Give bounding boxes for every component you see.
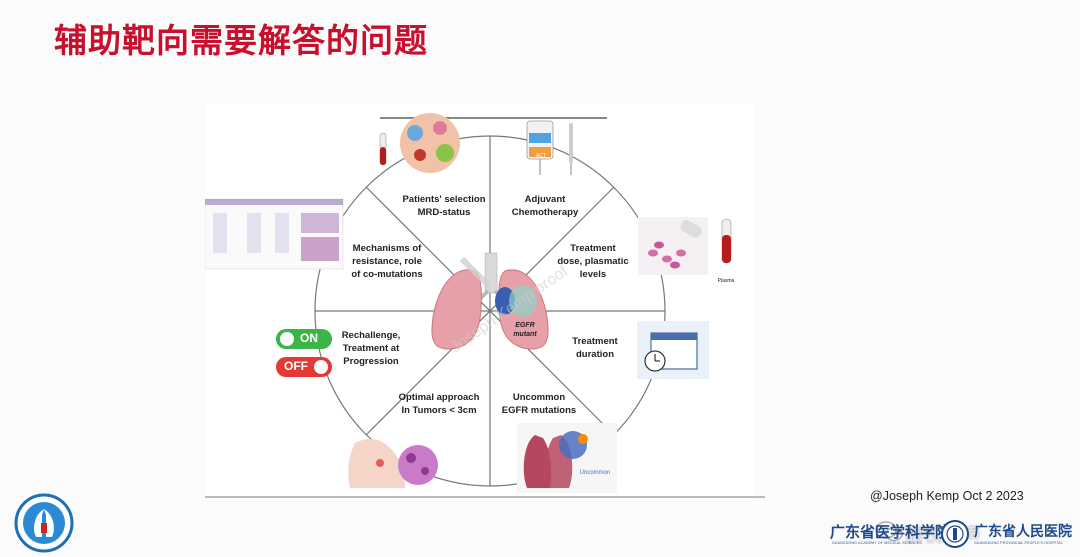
on-toggle-knob (280, 332, 294, 346)
society-logo-icon (14, 493, 74, 553)
academy-name-en: GUANGDONG ACADEMY OF MEDICAL SCIENCES (832, 541, 922, 545)
academy-name: 广东省医学科学院 (830, 523, 951, 541)
figure-bottom-rule (205, 496, 765, 498)
resistance-paper-image (205, 198, 344, 270)
label-egfr-mutant: EGFR mutant (513, 322, 537, 338)
label-mechanisms-resistance: Mechanisms of resistance, role of co-mut… (351, 243, 423, 280)
off-toggle: OFF (276, 357, 332, 377)
pills-image (638, 217, 732, 275)
figure-panel: Joseph Kemp proof Patients' selection MR… (205, 103, 765, 499)
label-act: ACT (536, 153, 546, 159)
label-uncommon-egfr: Uncommon EGFR mutations (501, 392, 577, 416)
label-plasma: Plasma (717, 278, 735, 284)
calendar-clock-image (637, 321, 709, 379)
label-patient-selection: Patients' selection MRD-status (402, 194, 486, 218)
figure-top-rule (380, 117, 607, 119)
label-treatment-dose: Treatment dose, plasmatic levels (557, 243, 629, 280)
author-credit: @Joseph Kemp Oct 2 2023 (870, 489, 1024, 503)
hospital-name-en: GUANGDONG PROVINCIAL PEOPLE'S HOSPITAL (974, 541, 1063, 545)
uncommon-mutation-lungs (517, 423, 617, 493)
on-toggle-label: ON (300, 331, 318, 345)
tumor-marker (495, 287, 515, 315)
label-treatment-duration: Treatment duration (572, 336, 618, 360)
off-toggle-label: OFF (284, 359, 308, 373)
label-uncommon: Uncommon (579, 470, 611, 476)
chemotherapy-bag (526, 120, 573, 175)
wechat-icon (875, 521, 903, 542)
slide-title: 辅助靶向需要解答的问题 (54, 21, 428, 60)
lungs-illustration (431, 252, 549, 350)
label-rechallenge: Rechallenge, Treatment at Progression (341, 330, 401, 367)
hospital-name: 广东省人民医院 (974, 524, 1072, 540)
on-toggle: ON (276, 329, 332, 349)
circle-diagram: Joseph Kemp proof (205, 113, 732, 493)
label-adjuvant-chemo: Adjuvant Chemotherapy (511, 194, 579, 218)
off-toggle-knob (314, 360, 328, 374)
tumor-histology-image (348, 439, 438, 488)
label-optimal-approach: Optimal approach In Tumors < 3cm (398, 392, 480, 416)
diagonal-divider-b (365, 186, 615, 436)
hospital-logo-icon (941, 520, 969, 548)
tumor-cells-image (379, 113, 460, 173)
